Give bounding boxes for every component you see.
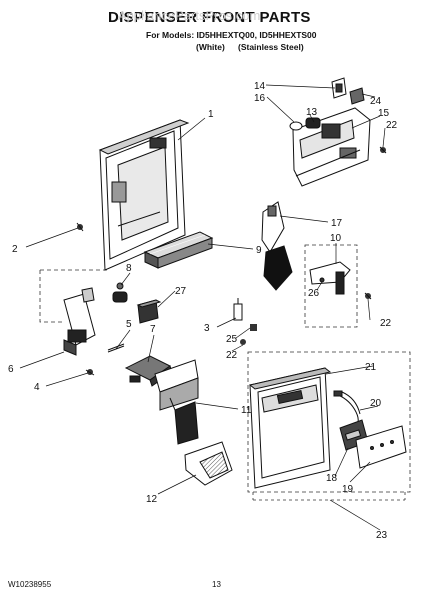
dashed-connector-left xyxy=(39,270,62,323)
part-19-overlay xyxy=(355,425,407,469)
callout-22-top: 22 xyxy=(386,120,398,131)
callout-1: 1 xyxy=(208,109,214,120)
part-6-motor-housing xyxy=(63,287,96,356)
callout-11: 11 xyxy=(241,405,252,416)
part-21-front-panel xyxy=(248,367,332,489)
part-15-control-housing xyxy=(292,107,371,187)
part-27-bracket xyxy=(136,299,162,324)
callout-27: 27 xyxy=(175,286,187,297)
part-17-arm xyxy=(261,201,293,291)
part-2-screw xyxy=(76,222,84,232)
callout-18: 18 xyxy=(326,473,338,484)
part-11-actuator xyxy=(154,359,199,445)
part-5-spring xyxy=(107,343,125,353)
callout-17: 17 xyxy=(331,218,343,229)
page-number: 13 xyxy=(212,580,221,589)
leader-lines xyxy=(19,84,386,531)
part-22-screw-top xyxy=(379,146,387,154)
variant-stainless: (Stainless Steel) xyxy=(238,42,304,52)
part-24-bracket xyxy=(349,87,365,105)
callout-numbers: 1 2 3 4 5 6 7 8 9 10 11 12 13 14 15 16 1… xyxy=(8,81,398,541)
part-4-screw xyxy=(85,369,95,376)
part-10-lever xyxy=(309,261,351,295)
models-line: For Models: ID5HHEXTQ00, ID5HHEXTS00 xyxy=(146,30,317,40)
callout-21: 21 xyxy=(365,362,377,373)
part-12-ice-guide xyxy=(184,441,233,486)
callout-4: 4 xyxy=(34,382,40,393)
callout-20: 20 xyxy=(370,398,382,409)
part-14-gasket xyxy=(331,77,347,99)
part-1-housing xyxy=(98,119,190,271)
callout-13: 13 xyxy=(306,107,318,118)
callout-15: 15 xyxy=(378,108,390,119)
part-25-nut xyxy=(250,324,257,331)
callout-5: 5 xyxy=(126,319,132,330)
callout-3: 3 xyxy=(204,323,210,334)
group-box-actuator xyxy=(304,244,358,328)
callout-6: 6 xyxy=(8,364,14,375)
callout-14: 14 xyxy=(254,81,266,92)
part-16-bulb xyxy=(289,121,303,131)
doc-number: W10238955 xyxy=(8,580,52,589)
callout-8: 8 xyxy=(126,263,132,274)
variant-white: (White) xyxy=(196,42,225,52)
part-22-screw-right xyxy=(364,292,372,300)
callout-25: 25 xyxy=(226,334,238,345)
part-22-screw-mid xyxy=(240,339,246,345)
callout-9: 9 xyxy=(256,245,262,256)
page-title: DISPENSER FRONT PARTS xyxy=(108,9,311,26)
part-3-clip xyxy=(233,298,243,321)
callout-2: 2 xyxy=(12,244,18,255)
callout-16: 16 xyxy=(254,93,266,104)
part-13-light-socket xyxy=(305,117,321,129)
part-8-solenoid xyxy=(112,282,128,303)
part-9-drip-tray xyxy=(143,231,214,269)
callout-12: 12 xyxy=(146,494,158,505)
callout-10: 10 xyxy=(330,233,342,244)
callout-22-right: 22 xyxy=(380,318,392,329)
callout-26: 26 xyxy=(308,288,320,299)
callout-7: 7 xyxy=(150,324,156,335)
callout-23: 23 xyxy=(376,530,388,541)
watermark-logo: AppliancePartsPros.com xyxy=(118,8,260,23)
callout-22-mid: 22 xyxy=(226,350,238,361)
callout-19: 19 xyxy=(342,484,354,495)
callout-24: 24 xyxy=(370,96,382,107)
group-box-panel xyxy=(247,351,411,493)
